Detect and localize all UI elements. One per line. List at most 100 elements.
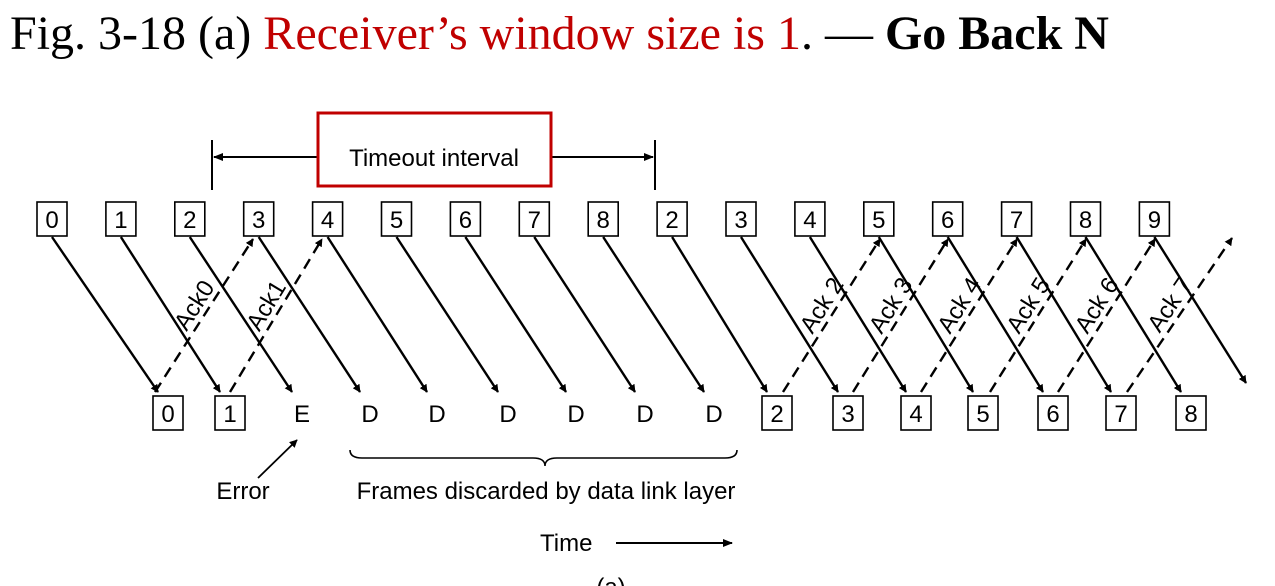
sender-frame: 1 bbox=[105, 201, 137, 237]
receiver-frame-label: 4 bbox=[909, 401, 922, 428]
sender-frame: 8 bbox=[1069, 201, 1102, 237]
receiver-frame-label: D bbox=[499, 401, 516, 428]
ack-label: Ack0 bbox=[169, 276, 220, 335]
sender-frame: 8 bbox=[587, 201, 620, 237]
sender-frame: 6 bbox=[449, 201, 482, 237]
timeout-highlight-box bbox=[316, 111, 553, 188]
receiver-frame-label: 1 bbox=[223, 401, 236, 428]
subfigure-label: (a) bbox=[596, 574, 625, 586]
ack-arrow bbox=[228, 238, 324, 393]
frame-arrows bbox=[51, 236, 1248, 393]
receiver-frame: 7 bbox=[1105, 395, 1137, 431]
error-pointer-arrow bbox=[257, 439, 298, 479]
sender-frame: 5 bbox=[862, 201, 895, 237]
sender-frame-label: 8 bbox=[597, 207, 610, 234]
receiver-status: E bbox=[294, 401, 310, 428]
error-label: Error bbox=[216, 478, 269, 505]
receiver-frame-label: 0 bbox=[161, 401, 174, 428]
sender-frame-label: 4 bbox=[803, 207, 816, 234]
frame-arrow bbox=[877, 236, 975, 393]
sender-frame: 3 bbox=[242, 201, 275, 237]
time-label: Time bbox=[540, 530, 592, 557]
timeout-label: Timeout interval bbox=[349, 145, 519, 172]
ack-arrow bbox=[153, 238, 255, 393]
receiver-status: D bbox=[499, 401, 516, 428]
frame-arrow bbox=[119, 236, 222, 393]
receiver-status: D bbox=[567, 401, 584, 428]
ack-label: Ack 4 bbox=[932, 273, 987, 338]
frame-arrow bbox=[946, 236, 1045, 393]
frame-arrow bbox=[257, 236, 362, 393]
receiver-frame-label: 6 bbox=[1046, 401, 1059, 428]
ack-label: Ack 6 bbox=[1070, 273, 1125, 338]
frame-arrow bbox=[602, 236, 706, 393]
sender-frame-label: 0 bbox=[45, 207, 58, 234]
receiver-frame-label: 2 bbox=[770, 401, 783, 428]
ack-arrow bbox=[851, 238, 950, 393]
sender-frame-label: 7 bbox=[528, 207, 541, 234]
ack-label: Ack 5 bbox=[1001, 273, 1056, 338]
receiver-frame-label: D bbox=[705, 401, 722, 428]
title-separator: . — bbox=[800, 7, 885, 60]
frame-arrow bbox=[188, 236, 294, 393]
ack-arrow bbox=[919, 238, 1019, 393]
ack-arrow bbox=[781, 238, 882, 393]
ack-label: Ack 2 bbox=[795, 273, 850, 338]
sender-frame-label: 8 bbox=[1079, 207, 1092, 234]
sender-frame-label: 6 bbox=[941, 207, 954, 234]
sender-frame: 0 bbox=[36, 201, 68, 237]
receiver-frame-label: 7 bbox=[1114, 401, 1127, 428]
frame-arrow bbox=[464, 236, 568, 393]
sender-frame-label: 2 bbox=[183, 207, 196, 234]
sender-frame-label: 9 bbox=[1148, 207, 1161, 234]
receiver-frame: 3 bbox=[832, 395, 864, 431]
frame-arrow bbox=[1084, 236, 1183, 393]
receiver-frame-label: 8 bbox=[1184, 401, 1197, 428]
frame-arrow bbox=[1015, 236, 1113, 393]
frame-arrow bbox=[395, 236, 500, 393]
ack-label: Ack 3 bbox=[864, 273, 919, 338]
sender-frame-label: 3 bbox=[734, 207, 747, 234]
receiver-frames: 0 1 E D D D D D D 2 3 4 5 6 7 8 bbox=[152, 395, 1207, 431]
ack-arrow bbox=[1126, 237, 1233, 393]
title-prefix: Fig. 3-18 (a) bbox=[10, 7, 264, 60]
sender-frame: 5 bbox=[380, 201, 413, 237]
sender-frame: 9 bbox=[1138, 201, 1171, 237]
receiver-frame: 0 bbox=[152, 395, 184, 431]
sender-frame-label: 5 bbox=[390, 207, 403, 234]
sender-frames: 0 1 2 3 4 5 6 7 8 2 3 4 5 6 7 8 9 bbox=[36, 201, 1171, 237]
receiver-frame-label: D bbox=[636, 401, 653, 428]
sender-frame: 2 bbox=[174, 201, 206, 237]
sender-frame: 7 bbox=[1000, 201, 1033, 237]
sender-frame-label: 2 bbox=[665, 207, 678, 234]
discarded-brace bbox=[349, 449, 738, 467]
sender-frame: 7 bbox=[518, 201, 551, 237]
sender-frame-label: 3 bbox=[252, 207, 265, 234]
receiver-status: D bbox=[636, 401, 653, 428]
receiver-frame-label: E bbox=[294, 401, 310, 428]
ack-arrow bbox=[988, 238, 1088, 393]
receiver-frame: 6 bbox=[1037, 395, 1069, 431]
frame-arrow bbox=[1153, 236, 1248, 384]
sender-frame-label: 1 bbox=[114, 207, 127, 234]
receiver-frame: 8 bbox=[1175, 395, 1207, 431]
receiver-status: D bbox=[705, 401, 722, 428]
receiver-frame-label: 3 bbox=[841, 401, 854, 428]
receiver-frame: 2 bbox=[761, 395, 793, 431]
sender-frame: 4 bbox=[311, 201, 344, 237]
sender-frame: 3 bbox=[725, 201, 757, 237]
figure-title: Fig. 3-18 (a) Receiver’s window size is … bbox=[10, 6, 1109, 61]
title-highlight: Receiver’s window size is 1 bbox=[263, 7, 801, 60]
ack-label: Ack 7 bbox=[1142, 272, 1198, 337]
receiver-frame-label: 5 bbox=[976, 401, 989, 428]
sender-frame: 2 bbox=[656, 201, 688, 237]
receiver-status: D bbox=[361, 401, 378, 428]
receiver-frame: 1 bbox=[214, 395, 246, 431]
sender-frame-label: 6 bbox=[459, 207, 472, 234]
frame-arrow bbox=[533, 236, 637, 393]
frame-arrow bbox=[808, 236, 908, 393]
receiver-status: D bbox=[428, 401, 445, 428]
receiver-frame: 4 bbox=[900, 395, 932, 431]
